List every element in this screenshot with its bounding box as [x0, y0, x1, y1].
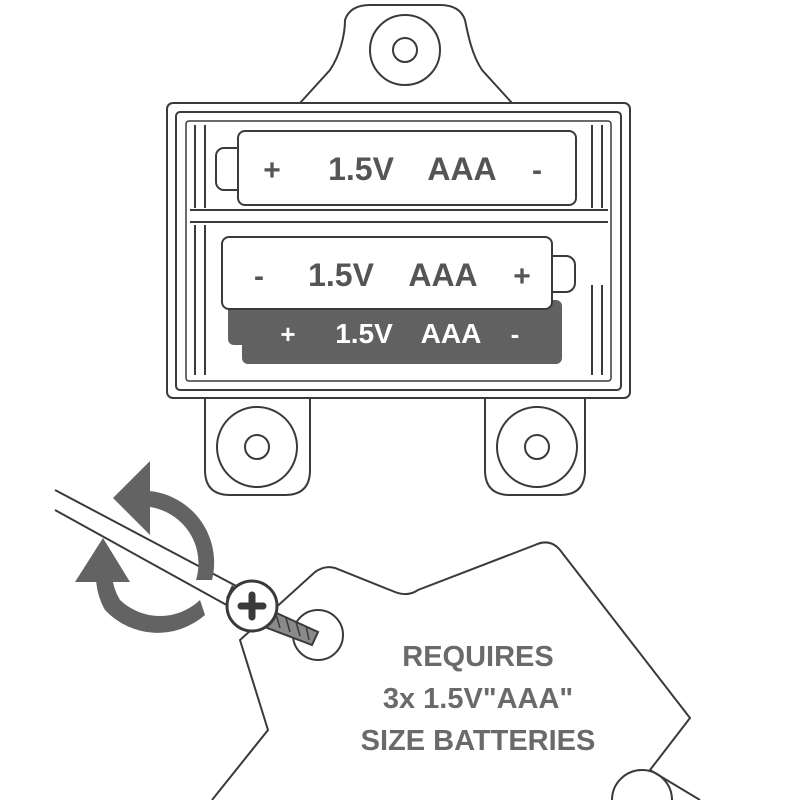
top-screw-hole-outer: [369, 14, 441, 86]
battery-dark-negative: -: [511, 319, 520, 349]
battery-top-size: AAA: [427, 151, 496, 187]
battery-top-body: [237, 130, 577, 206]
tag-line-quantity: 3x 1.5V"AAA": [382, 683, 574, 715]
battery-middle-negative: -: [254, 260, 264, 293]
battery-top-negative: -: [532, 154, 542, 187]
bottom-left-hole-inner: [244, 434, 270, 460]
battery-top-voltage: 1.5V: [328, 151, 394, 187]
battery-dark-voltage: 1.5V: [335, 318, 393, 349]
tag-line-size: SIZE BATTERIES: [360, 725, 596, 757]
battery-middle-size: AAA: [408, 257, 477, 293]
tag-line-requires: REQUIRES: [402, 641, 554, 673]
top-mounting-tab: [297, 4, 515, 104]
battery-box-cavity: [185, 120, 612, 382]
bottom-right-hole-outer: [496, 406, 578, 488]
top-screw-hole-inner: [392, 37, 418, 63]
phillips-screw-icon: [225, 579, 320, 647]
screwdriver-icon: [54, 489, 246, 609]
battery-middle-positive: +: [513, 260, 531, 293]
bottom-left-mounting-tab: [204, 398, 311, 496]
battery-middle-body: [221, 236, 553, 310]
battery-bottom-dark: + 1.5V AAA -: [228, 300, 562, 364]
requirement-tag: [211, 541, 701, 800]
battery-dark-positive: +: [280, 319, 295, 349]
battery-dark-body: [242, 300, 562, 364]
battery-top-positive: +: [263, 154, 281, 187]
bottom-right-hole-inner: [524, 434, 550, 460]
battery-middle-voltage: 1.5V: [308, 257, 374, 293]
battery-box-inner-rim: [175, 111, 622, 391]
tag-corner-ring: [611, 769, 673, 800]
bottom-left-hole-outer: [216, 406, 298, 488]
battery-top: + 1.5V AAA -: [215, 130, 577, 206]
bottom-right-mounting-tab: [484, 398, 586, 496]
battery-middle: - 1.5V AAA +: [221, 236, 576, 310]
battery-dark-size: AAA: [421, 318, 482, 349]
rotate-arrows-icon: [75, 461, 215, 633]
tag-outline: [211, 541, 701, 800]
